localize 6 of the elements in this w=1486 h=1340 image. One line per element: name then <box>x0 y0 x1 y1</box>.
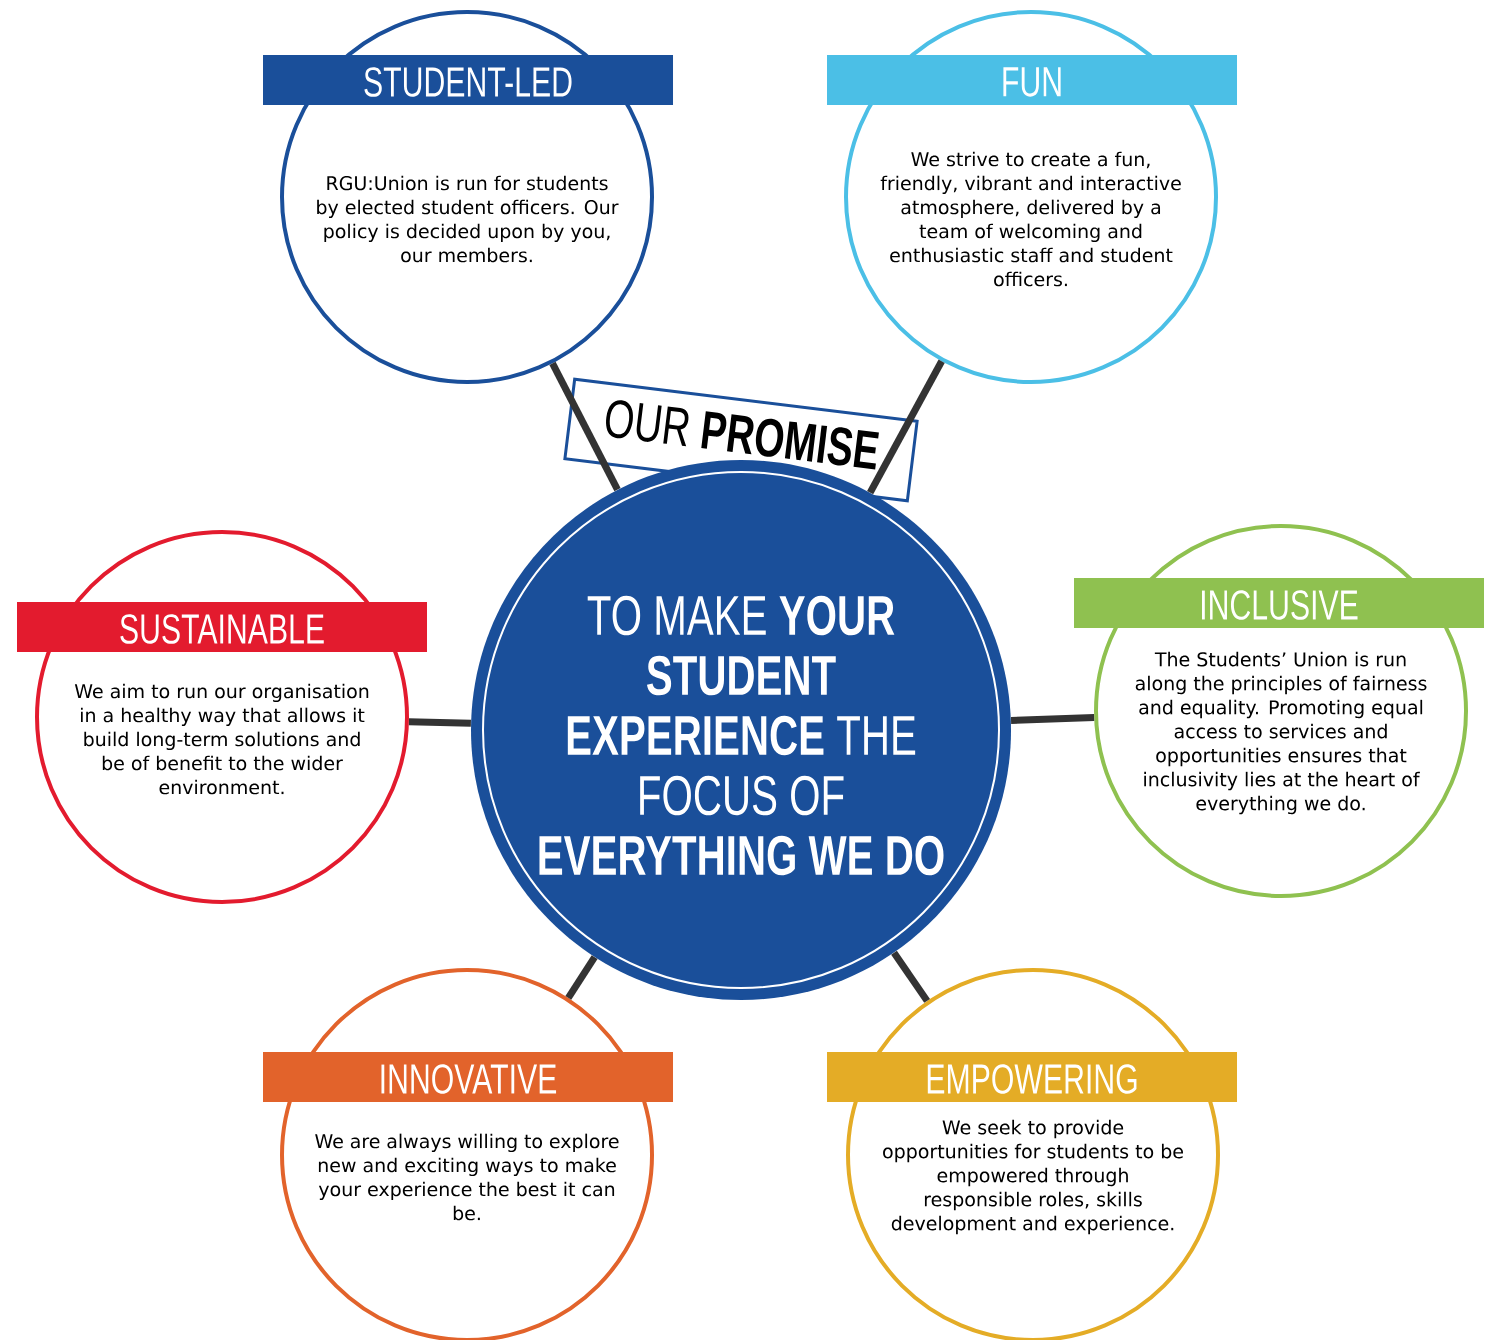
connector-line <box>891 950 930 1003</box>
connector-line <box>1010 714 1095 724</box>
connector-line <box>549 361 621 492</box>
node-label: OUR PROMISE <box>606 400 879 470</box>
connector-line <box>867 359 945 495</box>
connector-line <box>565 955 598 1000</box>
